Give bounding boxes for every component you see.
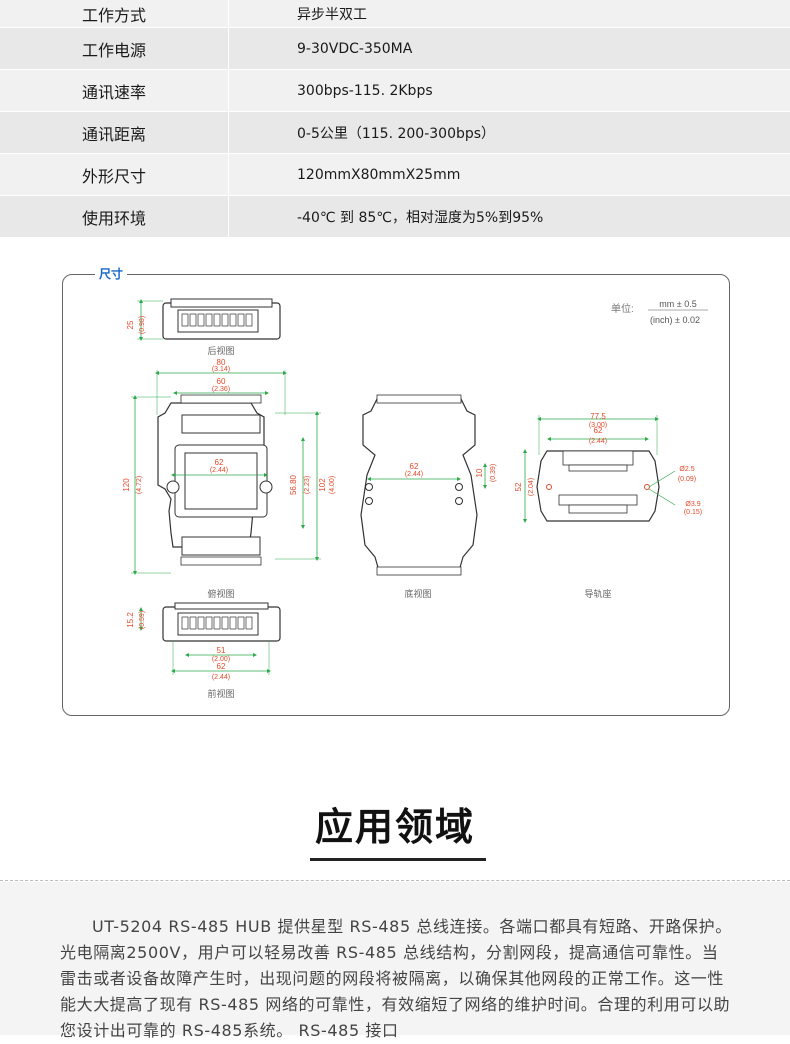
front-w2-in: (2.44): [212, 674, 230, 681]
bottom-view: 62 (2.44) 10 (0.39) 底视图: [360, 394, 497, 599]
top-width: 80: [217, 358, 226, 367]
front-view-label: 前视图: [207, 688, 234, 699]
top-h1-in: (4.72): [136, 476, 143, 494]
bottom-hole: 62: [410, 462, 419, 471]
rail-view: 77.5 (3.00) 62 (2.44) 52 (2.04) Ø2.5 (0.…: [514, 412, 702, 599]
spec-value: 120mmX80mmX25mm: [297, 166, 461, 183]
title-underline: [310, 858, 486, 861]
rail-d1: Ø2.5: [679, 466, 694, 473]
top-h3: 102: [318, 478, 327, 492]
top-hole: 62: [215, 458, 224, 467]
rail-d2: Ø3.9: [685, 501, 700, 508]
top-view: 80 (3.14) 60 (2.36) 62 (2.44) 120 (4.72)…: [122, 358, 336, 599]
spec-row-environment: 使用环境 -40℃ 到 85℃，相对湿度为5%到95%: [0, 196, 790, 238]
top-h2: 56.80: [289, 474, 298, 495]
rail-d2-in: (0.15): [684, 509, 702, 516]
rail-w2-in: (2.44): [589, 438, 607, 445]
rear-height: 25: [126, 320, 135, 329]
front-w1: 51: [217, 646, 226, 655]
top-hole-in: (2.44): [210, 467, 228, 474]
top-view-label: 俯视图: [207, 588, 234, 599]
front-h: 15.2: [126, 612, 135, 628]
front-view: 15.2 (0.59) 51 (2.00) 62 (2.44) 前视图: [126, 602, 281, 699]
spec-value: 9-30VDC-350MA: [297, 40, 413, 57]
top-width-in: (3.14): [212, 366, 230, 373]
dimension-legend: 尺寸: [95, 265, 128, 282]
bottom-h: 10: [475, 468, 484, 477]
spec-label: 外形尺寸: [0, 154, 229, 195]
spec-row-distance: 通讯距离 0-5公里（115. 200-300bps）: [0, 112, 790, 154]
rail-view-label: 导轨座: [584, 588, 611, 599]
dashed-divider: [0, 880, 790, 881]
top-inner: 60: [217, 377, 226, 386]
rear-view-label: 后视图: [207, 345, 234, 356]
bottom-h-in: (0.39): [490, 464, 497, 482]
dimension-drawing: 单位: mm ± 0.5 (inch) ± 0.02 25 (0.98) 后视图: [122, 298, 708, 699]
rail-h: 52: [514, 482, 523, 491]
spec-label: 使用环境: [0, 196, 229, 237]
spec-value: -40℃ 到 85℃，相对湿度为5%到95%: [297, 209, 544, 226]
bottom-hole-in: (2.44): [405, 471, 423, 478]
spec-label: 通讯距离: [0, 112, 229, 153]
rail-d1-in: (0.09): [678, 476, 696, 483]
spec-row-size: 外形尺寸 120mmX80mmX25mm: [0, 154, 790, 196]
top-h3-in: (4.00): [329, 476, 336, 494]
section-title: 应用领域: [314, 805, 475, 849]
spec-value: 0-5公里（115. 200-300bps）: [297, 125, 496, 142]
rail-w1: 77.5: [590, 412, 606, 421]
front-w2: 62: [217, 662, 226, 671]
spec-row-baud: 通讯速率 300bps-115. 2Kbps: [0, 70, 790, 112]
dimension-panel: 尺寸 单位: mm ± 0.5 (inch) ± 0.02: [62, 265, 730, 716]
spec-label: 通讯速率: [0, 70, 229, 111]
bottom-view-label: 底视图: [404, 588, 431, 599]
content-background: [0, 882, 790, 1035]
top-h1: 120: [122, 478, 131, 492]
rail-w1-in: (3.00): [589, 422, 607, 429]
spec-row-power: 工作电源 9-30VDC-350MA: [0, 28, 790, 70]
rear-view: 25 (0.98) 后视图: [126, 298, 281, 356]
application-paragraph: UT-5204 RS-485 HUB 提供星型 RS-485 总线连接。各端口都…: [60, 917, 732, 1040]
unit-label: 单位:: [611, 302, 634, 315]
unit-inch: (inch) ± 0.02: [650, 315, 700, 325]
rail-w2: 62: [594, 426, 603, 435]
front-h-in: (0.59): [139, 611, 146, 629]
spec-table: 工作方式 异步半双工 工作电源 9-30VDC-350MA 通讯速率 300bp…: [0, 0, 790, 238]
unit-mm: mm ± 0.5: [659, 299, 696, 309]
spec-label: 工作方式: [0, 0, 229, 27]
spec-value: 异步半双工: [297, 6, 367, 23]
rail-h-in: (2.04): [528, 478, 535, 496]
spec-label: 工作电源: [0, 28, 229, 69]
front-w1-in: (2.00): [212, 656, 230, 663]
top-inner-in: (2.36): [212, 386, 230, 393]
top-h2-in: (2.23): [304, 476, 311, 494]
rear-height-in: (0.98): [139, 316, 146, 334]
spec-value: 300bps-115. 2Kbps: [297, 82, 433, 99]
spec-row-work-mode: 工作方式 异步半双工: [0, 0, 790, 28]
